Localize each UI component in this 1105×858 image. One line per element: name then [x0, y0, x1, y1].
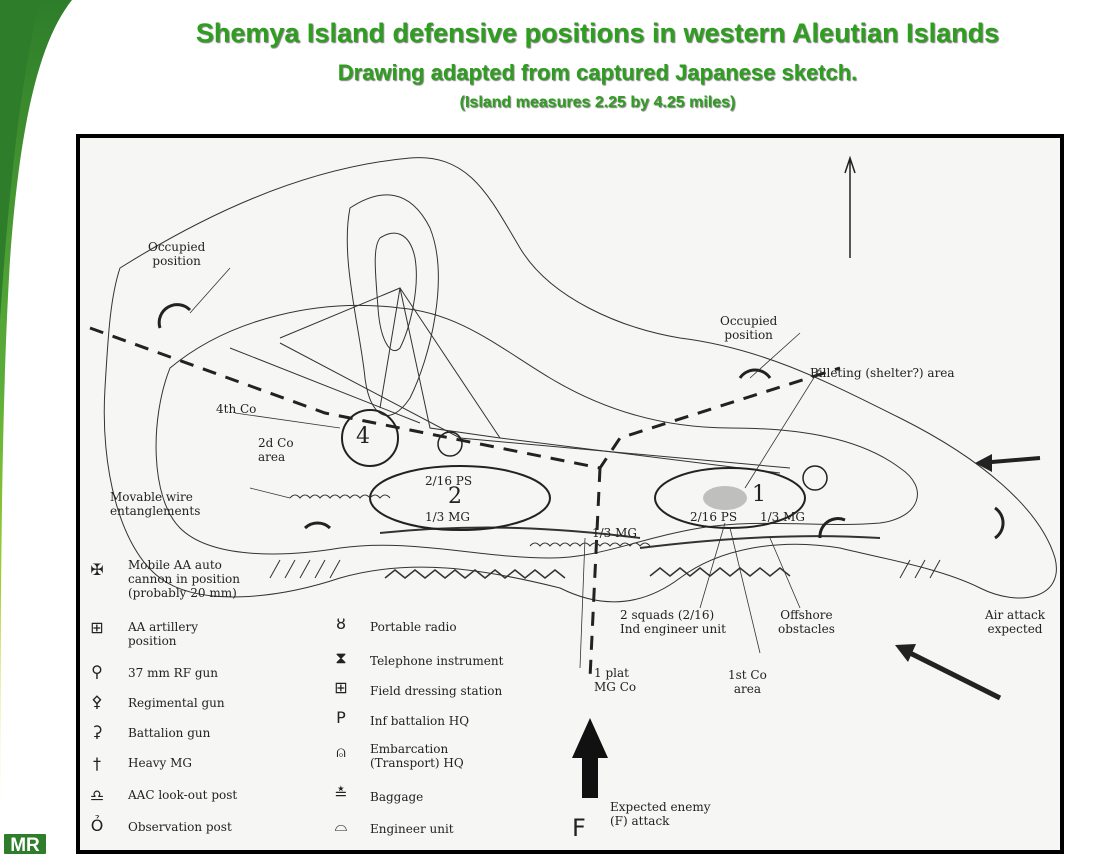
label-mg-1-3-left: 1/3 MG [425, 510, 470, 524]
north-arrow [844, 155, 856, 258]
label-occupied-right: Occupied position [720, 314, 778, 342]
heavy-mg-icon: † [93, 754, 101, 773]
defense-line [89, 326, 841, 470]
label-two-squads: 2 squads (2/16) Ind engineer unit [620, 608, 726, 636]
portable-radio-icon: ȣ [336, 614, 346, 633]
label-first-co: 1st Co area [728, 668, 767, 696]
defense-line-vertical [588, 467, 602, 679]
enemy-attack-arrow [572, 718, 608, 798]
page-subtitle: Drawing adapted from captured Japanese s… [337, 60, 858, 85]
label-occupied-left: Occupied position [148, 240, 206, 268]
second-co-hq [437, 431, 463, 457]
engineer-unit-icon: ⌓ [334, 816, 348, 835]
legend-embarcation-hq: Embarcation (Transport) HQ [370, 742, 464, 770]
island-outline [103, 157, 1057, 603]
legend-baggage: Baggage [370, 790, 424, 804]
label-mg-1-3-right: 1/3 MG [760, 510, 805, 524]
number-4: 4 [356, 424, 370, 449]
mobile-aa-cannon-icon: ✠ [90, 560, 104, 579]
wire-entanglement [529, 542, 651, 547]
legend-field-dressing: Field dressing station [370, 684, 503, 698]
label-plat: 1 plat MG Co [594, 666, 637, 694]
number-1: 1 [752, 482, 766, 507]
legend-regimental-gun: Regimental gun [128, 696, 225, 710]
offshore-obstacles [384, 569, 566, 579]
map-frame: Occupied position Occupied position Bill… [76, 134, 1064, 854]
first-co-hq [802, 465, 828, 491]
37mm-rf-gun-icon: ⚲ [91, 662, 103, 681]
shoreline [639, 535, 881, 549]
observation-post-icon: Ỏ [90, 816, 104, 835]
sidebar-decoration [0, 0, 72, 858]
legend-heavy-mg: Heavy MG [128, 756, 192, 770]
label-fourth-co: 4th Co [216, 402, 257, 416]
inf-battalion-hq-icon: P [336, 708, 346, 727]
air-attack-arrowhead [895, 644, 916, 662]
label-air-attack: Air attack expected [985, 608, 1045, 636]
legend-aa-artillery: AA artillery position [128, 620, 198, 648]
occupied-position-arc [818, 517, 846, 539]
aa-artillery-icon: ⊞ [90, 618, 104, 637]
label-billeting: Billeting (shelter?) area [810, 366, 955, 380]
legend-37mm-rf-gun: 37 mm RF gun [128, 666, 218, 680]
legend-battalion-gun: Battalion gun [128, 726, 211, 740]
legend-telephone: Telephone instrument [370, 654, 504, 668]
legend-inf-battalion-hq: Inf battalion HQ [370, 714, 470, 728]
embarcation-hq-icon: ⍝ [336, 742, 346, 761]
label-mg-1-3-center: 1/3 MG [592, 526, 637, 540]
battalion-gun-icon: ⚳ [91, 722, 103, 741]
page-title: Shemya Island defensive positions in wes… [195, 18, 1000, 48]
occupied-position-arc [738, 368, 772, 379]
label-movable-wire: Movable wire entanglements [110, 490, 201, 518]
legend-engineer-unit: Engineer unit [370, 822, 454, 836]
enemy-letter-f: F [572, 814, 586, 842]
telephone-icon: ⧗ [335, 648, 347, 667]
label-expected-enemy: Expected enemy (F) attack [610, 800, 711, 828]
comm-line [279, 342, 791, 469]
regimental-gun-icon: ⚴ [91, 692, 103, 711]
island-map [89, 155, 1057, 798]
offshore-obstacles [649, 567, 791, 577]
baggage-icon: ≛ [334, 784, 348, 803]
occupied-position-arc [994, 506, 1005, 540]
comm-line [379, 287, 401, 409]
legend-observation-post: Observation post [128, 820, 232, 834]
island-size-note: (Island measures 2.25 by 4.25 miles) [459, 94, 736, 111]
occupied-position-arc [157, 303, 192, 329]
aac-lookout-icon: ♎ [89, 786, 105, 805]
contour-line [374, 232, 417, 351]
air-attack-arrowhead [975, 454, 992, 472]
occupied-position-arc [303, 521, 332, 530]
legend-aac-lookout: AAC look-out post [128, 788, 238, 802]
label-second-co: 2d Co area [258, 436, 294, 464]
billeting-area [703, 486, 747, 510]
field-dressing-icon: ⊞ [334, 678, 348, 697]
contour-line [155, 305, 918, 559]
legend-mobile-aa: Mobile AA auto cannon in position (proba… [128, 558, 240, 600]
label-offshore: Offshore obstacles [778, 608, 835, 636]
wire-entanglement [289, 494, 391, 499]
shoreline [379, 526, 641, 539]
label-ps-2-16-left: 2/16 PS [425, 474, 473, 488]
legend-portable-radio: Portable radio [370, 620, 457, 634]
air-attack-arrow [898, 645, 1002, 701]
label-ps-2-16-right: 2/16 PS [690, 510, 738, 524]
coast-hatching [269, 559, 941, 579]
contour-line [346, 194, 439, 416]
comm-line [229, 347, 421, 424]
fourth-co-position [341, 409, 399, 467]
logo: MR [2, 832, 48, 856]
comm-line [399, 287, 501, 439]
number-2: 2 [448, 484, 462, 509]
